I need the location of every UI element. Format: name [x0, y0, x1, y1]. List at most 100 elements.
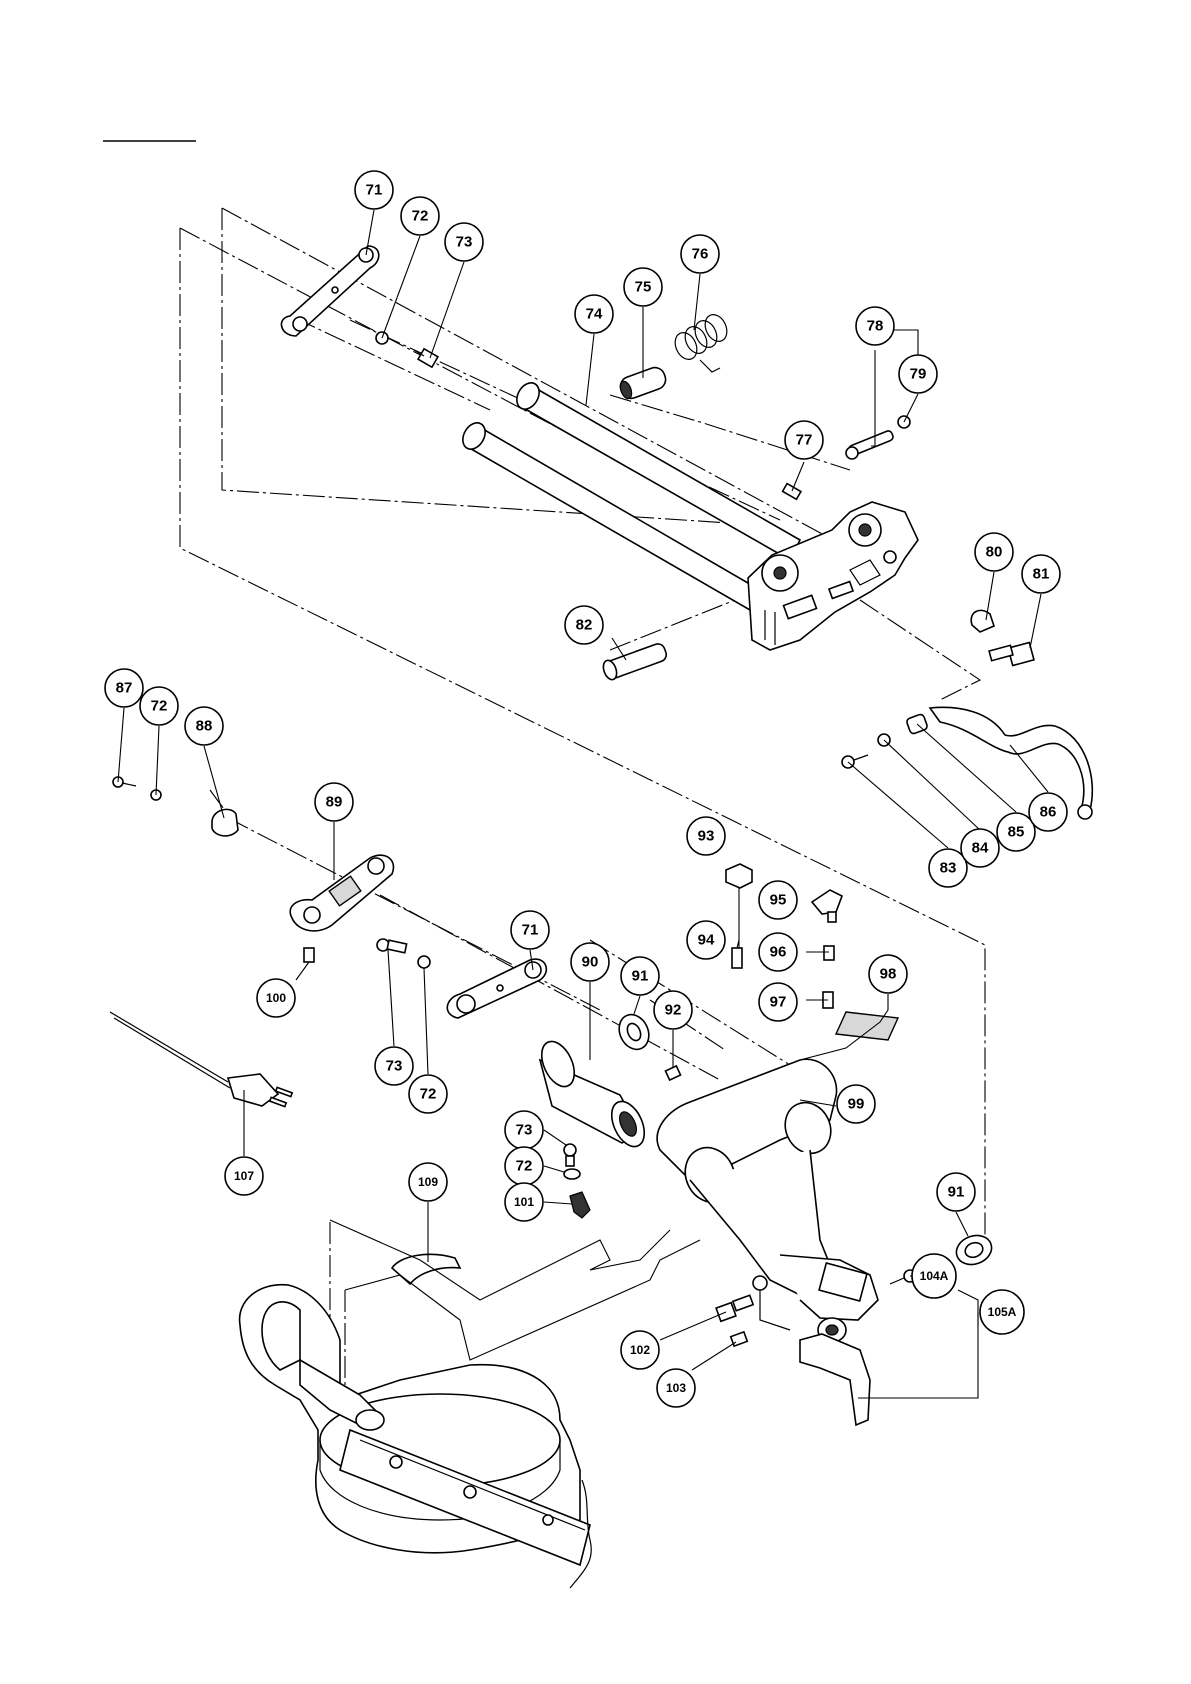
- callout-84: 84: [961, 829, 999, 867]
- svg-text:94: 94: [698, 932, 715, 949]
- svg-text:107: 107: [234, 1169, 254, 1183]
- callout-85: 85: [997, 813, 1035, 851]
- nut-93: [726, 864, 752, 888]
- spring-76: [671, 311, 731, 372]
- callout-71-middle: 71: [511, 911, 549, 949]
- callout-76: 76: [681, 235, 719, 273]
- callout-72-lower: 72: [505, 1147, 543, 1185]
- set-screw-100: [304, 948, 314, 962]
- callout-75: 75: [624, 268, 662, 306]
- svg-text:101: 101: [514, 1195, 534, 1209]
- callout-100: 100: [257, 979, 295, 1017]
- callout-73-lower: 73: [505, 1111, 543, 1149]
- lever-80: [971, 610, 994, 632]
- callout-72-left: 72: [140, 687, 178, 725]
- callout-86: 86: [1029, 793, 1067, 831]
- callout-91-lower: 91: [937, 1173, 975, 1211]
- callout-97: 97: [759, 983, 797, 1021]
- piece-101: [570, 1192, 590, 1218]
- callout-90: 90: [571, 943, 609, 981]
- svg-text:90: 90: [582, 954, 599, 971]
- callout-82: 82: [565, 606, 603, 644]
- callout-81: 81: [1022, 555, 1060, 593]
- callout-79: 79: [899, 355, 937, 393]
- bracket-89: [290, 855, 393, 931]
- svg-text:105A: 105A: [988, 1305, 1017, 1319]
- clamp-88: [212, 809, 238, 836]
- nut-92: [665, 1066, 680, 1080]
- callout-72-upper: 72: [401, 197, 439, 235]
- svg-text:71: 71: [366, 182, 383, 199]
- cover-105A: [800, 1334, 870, 1425]
- set-screw-77: [783, 484, 801, 500]
- svg-text:82: 82: [576, 617, 593, 634]
- callout-87: 87: [105, 669, 143, 707]
- svg-text:93: 93: [698, 828, 715, 845]
- screw-87: [113, 777, 136, 787]
- svg-text:81: 81: [1033, 566, 1050, 583]
- svg-text:76: 76: [692, 246, 709, 263]
- pin-78: [846, 430, 894, 459]
- callout-83: 83: [929, 849, 967, 887]
- callout-73-middle: 73: [375, 1047, 413, 1085]
- callout-98: 98: [869, 955, 907, 993]
- callout-77: 77: [785, 421, 823, 459]
- screw-73-upper: [414, 349, 438, 367]
- callout-103: 103: [657, 1369, 695, 1407]
- set-screw-94: [732, 948, 742, 968]
- plate-71-upper: [281, 246, 378, 336]
- callout-88: 88: [185, 707, 223, 745]
- svg-text:72: 72: [412, 208, 429, 225]
- lower-small-parts: [564, 1144, 590, 1218]
- svg-text:98: 98: [880, 966, 897, 983]
- svg-text:85: 85: [1008, 824, 1025, 841]
- washer-91-upper: [614, 1010, 655, 1054]
- svg-text:99: 99: [848, 1096, 865, 1113]
- svg-text:91: 91: [632, 968, 649, 985]
- svg-text:73: 73: [386, 1058, 403, 1075]
- callout-101: 101: [505, 1183, 543, 1221]
- svg-text:89: 89: [326, 794, 343, 811]
- pin-82: [601, 642, 668, 682]
- wing-bolt-95: [812, 890, 842, 914]
- svg-text:73: 73: [456, 234, 473, 251]
- callout-72-middle: 72: [409, 1075, 447, 1113]
- svg-text:87: 87: [116, 680, 133, 697]
- svg-text:92: 92: [665, 1002, 682, 1019]
- callout-107: 107: [225, 1157, 263, 1195]
- plate-71-middle: [447, 959, 546, 1018]
- bolt-102: [716, 1295, 753, 1321]
- callout-73-upper: 73: [445, 223, 483, 261]
- screw-83: [842, 755, 868, 768]
- svg-text:77: 77: [796, 432, 813, 449]
- svg-text:84: 84: [972, 840, 989, 857]
- svg-text:102: 102: [630, 1343, 650, 1357]
- callout-105A: 105A: [980, 1290, 1024, 1334]
- callout-93: 93: [687, 817, 725, 855]
- callout-78: 78: [856, 307, 894, 345]
- svg-text:73: 73: [516, 1122, 533, 1139]
- svg-text:96: 96: [770, 944, 787, 961]
- callout-74: 74: [575, 295, 613, 333]
- svg-text:78: 78: [867, 318, 884, 335]
- svg-text:72: 72: [516, 1158, 533, 1175]
- callout-95: 95: [759, 881, 797, 919]
- callout-92: 92: [654, 991, 692, 1029]
- svg-text:103: 103: [666, 1381, 686, 1395]
- screw-73-lower: [564, 1144, 576, 1166]
- svg-text:88: 88: [196, 718, 213, 735]
- screw-73-middle: [377, 939, 407, 953]
- svg-text:75: 75: [635, 279, 652, 296]
- svg-text:71: 71: [522, 922, 539, 939]
- callout-109: 109: [409, 1163, 447, 1201]
- svg-text:104A: 104A: [920, 1269, 949, 1283]
- sleeve-90: [535, 1036, 651, 1151]
- svg-text:80: 80: [986, 544, 1003, 561]
- callout-71-upper: 71: [355, 171, 393, 209]
- svg-text:74: 74: [586, 306, 603, 323]
- label-98: [836, 1012, 898, 1040]
- spring-96: [824, 946, 834, 960]
- callout-91-upper: 91: [621, 957, 659, 995]
- svg-text:109: 109: [418, 1175, 438, 1189]
